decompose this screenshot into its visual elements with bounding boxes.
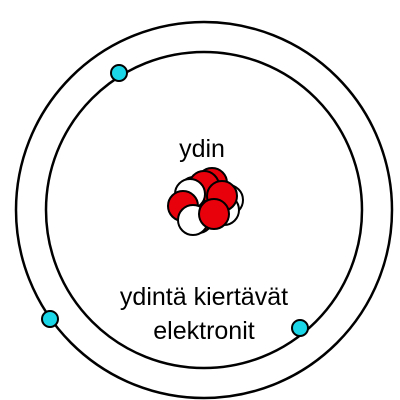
electron	[291, 319, 309, 337]
proton	[198, 198, 230, 230]
electrons-label-line-2: elektronit	[153, 317, 255, 345]
inner-orbit	[44, 50, 364, 370]
electrons-label: ydintä kiertävät elektronit	[88, 280, 320, 348]
outer-orbit	[14, 20, 394, 400]
electron	[41, 310, 59, 328]
electrons-label-line-1: ydintä kiertävät	[119, 283, 289, 311]
electron	[110, 64, 128, 82]
nucleus-label: ydin	[179, 135, 225, 163]
nucleus	[167, 167, 244, 236]
